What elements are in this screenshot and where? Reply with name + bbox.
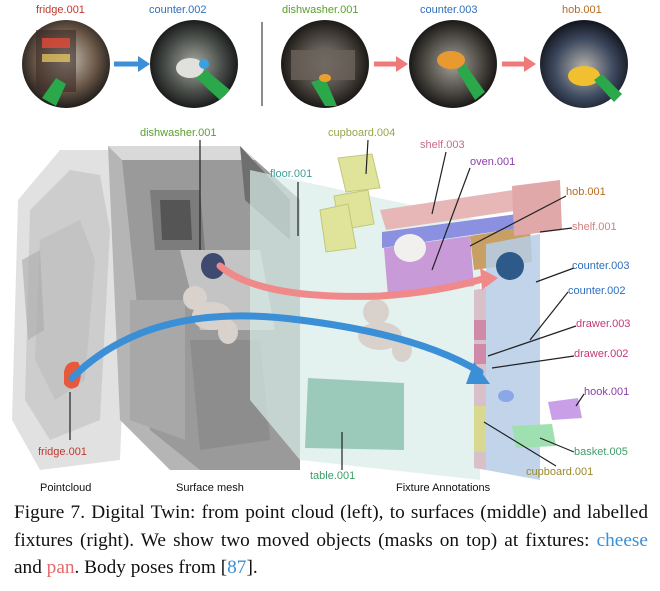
frame-dishwasher-image xyxy=(281,20,369,108)
label-drawer-003: drawer.003 xyxy=(576,318,631,330)
label-hook: hook.001 xyxy=(584,386,630,398)
label-counter-003: counter.003 xyxy=(572,260,630,272)
frame-counter-003-image xyxy=(409,20,497,108)
diagram-svg xyxy=(12,22,585,480)
section-label-pointcloud: Pointcloud xyxy=(40,482,92,494)
label-hob: hob.001 xyxy=(566,186,606,198)
frame-label-counter-002: counter.002 xyxy=(149,4,207,16)
label-dishwasher: dishwasher.001 xyxy=(140,127,217,139)
table-fixture xyxy=(305,378,404,450)
label-drawer-002: drawer.002 xyxy=(574,348,629,360)
pan-trajectory-arrow xyxy=(216,262,490,300)
pointcloud-render xyxy=(12,150,130,470)
caption-pan: pan xyxy=(46,557,75,578)
label-counter-002: counter.002 xyxy=(568,285,626,297)
label-shelf-003: shelf.003 xyxy=(420,139,465,151)
label-oven: oven.001 xyxy=(470,156,516,168)
frame-counter-002-image xyxy=(150,20,238,108)
frame-hob-image xyxy=(540,20,628,108)
frame-label-fridge: fridge.001 xyxy=(36,4,85,16)
cheese-trajectory-arrow xyxy=(68,312,484,382)
frame-label-hob: hob.001 xyxy=(562,4,602,16)
basket-fixture xyxy=(512,424,556,448)
label-shelf-001: shelf.001 xyxy=(572,221,617,233)
label-floor: floor.001 xyxy=(270,168,313,180)
label-table: table.001 xyxy=(310,470,356,482)
section-label-fixture-annotations: Fixture Annotations xyxy=(396,482,491,494)
cheese-fixture xyxy=(498,390,514,402)
figure-caption: Figure 7. Digital Twin: from point cloud… xyxy=(14,499,648,582)
label-fridge: fridge.001 xyxy=(38,446,87,458)
label-basket: basket.005 xyxy=(574,446,628,458)
hook-fixture xyxy=(548,398,582,420)
label-cupboard-004: cupboard.004 xyxy=(328,127,396,139)
caption-citation-link[interactable]: 87 xyxy=(227,557,247,578)
pan-mask-mesh xyxy=(201,253,225,279)
label-cupboard-001: cupboard.001 xyxy=(526,466,594,478)
counter-fixtures xyxy=(474,234,540,480)
caption-prefix: Figure 7. Digital Twin: from point cloud… xyxy=(14,502,648,551)
caption-end: ]. xyxy=(246,557,258,578)
section-label-surface-mesh: Surface mesh xyxy=(176,482,244,494)
caption-and: and xyxy=(14,557,47,578)
caption-cheese: cheese xyxy=(596,529,648,551)
leader-lines xyxy=(69,139,585,470)
frame-label-dishwasher: dishwasher.001 xyxy=(282,4,359,16)
frame-fridge-image xyxy=(22,20,110,108)
cupboard-004-fixture xyxy=(319,153,381,253)
caption-body: . Body poses from [ xyxy=(74,557,228,578)
frame-label-counter-003: counter.003 xyxy=(420,4,478,16)
pan-fixture xyxy=(394,234,426,262)
